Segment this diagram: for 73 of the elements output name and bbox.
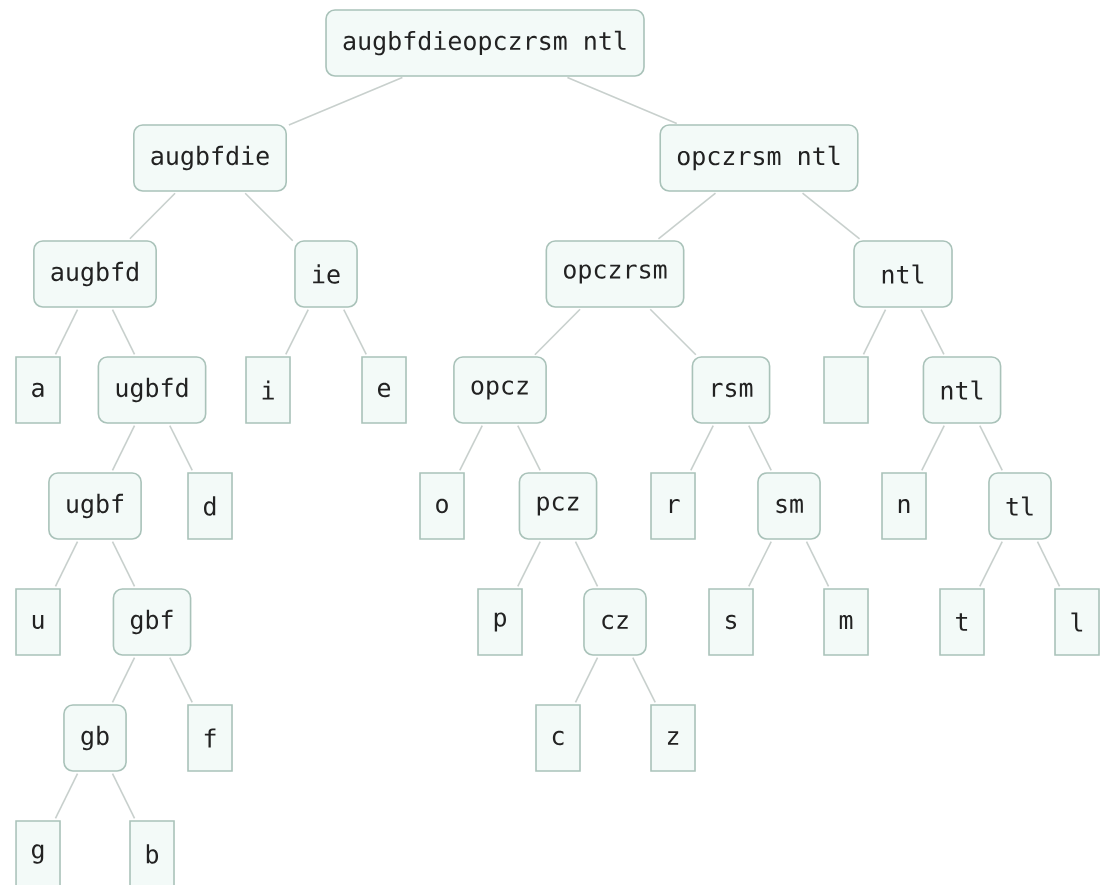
- connector-line: [534, 308, 581, 356]
- tree-node-box: pcz: [518, 472, 598, 540]
- connector-line: [747, 540, 772, 588]
- leaf-box: n: [881, 472, 927, 540]
- leaf-box: g: [15, 820, 61, 885]
- tree-node-box: gbf: [112, 588, 192, 656]
- connector-line: [748, 424, 773, 472]
- leaf-box: a: [15, 356, 61, 424]
- connector-line: [517, 424, 542, 472]
- connector-line: [343, 308, 368, 356]
- connector-line: [111, 656, 136, 704]
- connector-line: [111, 772, 136, 820]
- tree-node-box: cz: [583, 588, 647, 656]
- connector-line: [288, 76, 404, 126]
- leaf-box: l: [1054, 588, 1100, 656]
- leaf-box: f: [187, 704, 233, 772]
- tree-node-box: tl: [988, 472, 1052, 540]
- leaf-box: b: [129, 820, 175, 885]
- connector-line: [111, 424, 136, 472]
- connector-line: [921, 424, 945, 472]
- connector-line: [801, 192, 861, 240]
- connector-line: [566, 76, 678, 125]
- tree-node-box: rsm: [691, 356, 771, 424]
- connector-line: [244, 192, 294, 242]
- connector-line: [920, 308, 945, 356]
- tree-node-box: ugbf: [48, 472, 142, 540]
- leaf-box: t: [939, 588, 985, 656]
- connector-line: [657, 192, 717, 240]
- leaf-box: p: [477, 588, 523, 656]
- tree-node-box: opczrsm: [545, 240, 685, 308]
- tree-node-box: ntl: [922, 356, 1002, 424]
- connector-line: [649, 308, 697, 356]
- tree-node-box: ntl: [853, 240, 953, 308]
- connector-line: [574, 656, 599, 704]
- tree-node-box: ie: [294, 240, 358, 308]
- leaf-box: z: [650, 704, 696, 772]
- tree-node-box: augbfdie: [133, 124, 288, 192]
- connector-line: [54, 772, 79, 820]
- leaf-box: r: [650, 472, 696, 540]
- connector-line: [54, 540, 79, 588]
- connector-line: [129, 192, 176, 240]
- leaf-box: u: [15, 588, 61, 656]
- connector-line: [169, 424, 194, 472]
- connector-line: [979, 424, 1004, 472]
- tree-node-box: augbfd: [33, 240, 157, 308]
- connector-line: [978, 540, 1003, 588]
- connector-line: [1036, 540, 1061, 588]
- leaf-box: o: [419, 472, 465, 540]
- connector-line: [284, 308, 309, 356]
- tree-node-box: augbfdieopczrsm ntl: [325, 9, 645, 77]
- connector-line: [632, 656, 657, 704]
- connector-line: [111, 308, 136, 356]
- connector-line: [690, 424, 714, 472]
- tree-node-box: opczrsm ntl: [659, 124, 859, 192]
- leaf-box: d: [187, 472, 233, 540]
- leaf-box: i: [245, 356, 291, 424]
- connector-line: [517, 540, 541, 588]
- connector-line: [458, 424, 483, 472]
- connector-line: [574, 540, 599, 588]
- tree-node-box: gb: [63, 704, 127, 772]
- leaf-box: [823, 356, 869, 424]
- tree-node-box: ugbfd: [97, 356, 207, 424]
- tree-node-box: opcz: [453, 356, 547, 424]
- connector-line: [805, 540, 830, 588]
- connector-line: [862, 308, 887, 356]
- leaf-box: s: [708, 588, 754, 656]
- leaf-box: c: [535, 704, 581, 772]
- connector-line: [111, 540, 136, 588]
- connector-line: [54, 308, 79, 356]
- tree-node-box: sm: [757, 472, 821, 540]
- leaf-box: e: [361, 356, 407, 424]
- leaf-box: m: [823, 588, 869, 656]
- connector-line: [169, 656, 194, 704]
